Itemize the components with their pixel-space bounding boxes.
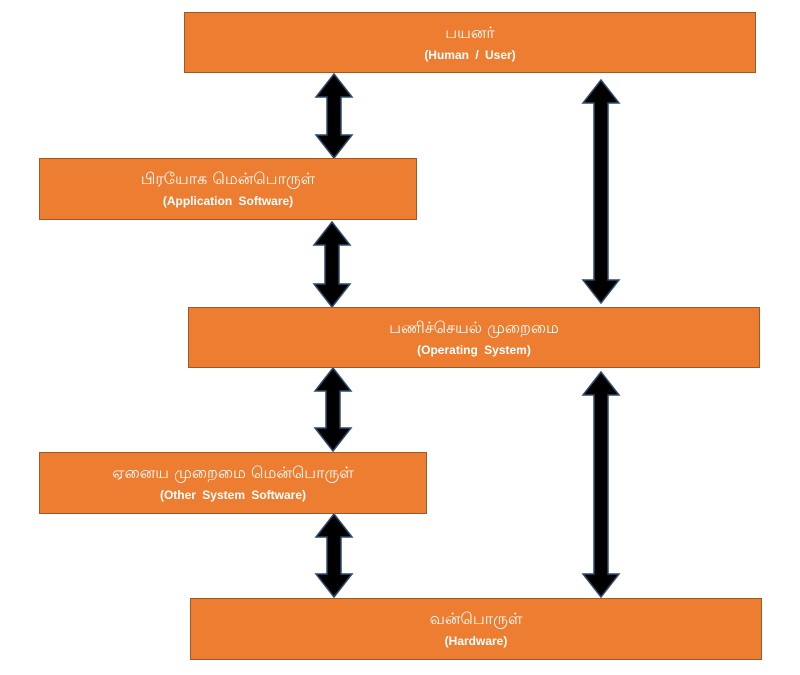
arrow-os-other bbox=[313, 366, 353, 453]
hardware-tamil-label: வன்பொருள் bbox=[429, 609, 523, 628]
other-tamil-label: ஏனைய முறைமை மென்பொருள் bbox=[112, 463, 354, 482]
other-english-label: (Other System Software) bbox=[159, 488, 307, 502]
arrow-os-hardware bbox=[581, 370, 621, 599]
os-english-label: (Operating System) bbox=[417, 342, 531, 357]
hardware-english-label: (Hardware) bbox=[444, 634, 508, 648]
hardware-box: வன்பொருள் (Hardware) bbox=[190, 598, 762, 660]
application-english-label: (Application Software) bbox=[162, 194, 294, 208]
user-tamil-label: பயனர் bbox=[445, 22, 495, 42]
arrow-other-hardware bbox=[314, 512, 354, 599]
application-software-box: பிரயோக மென்பொருள் (Application Software) bbox=[39, 158, 417, 220]
user-english-label: (Human / User) bbox=[424, 47, 516, 62]
arrow-user-application bbox=[314, 72, 354, 160]
arrow-user-os bbox=[581, 78, 621, 305]
operating-system-box: பணிச்செயல் முறைமை (Operating System) bbox=[188, 307, 760, 368]
application-tamil-label: பிரயோக மென்பொருள் bbox=[140, 169, 316, 188]
other-system-software-box: ஏனைய முறைமை மென்பொருள் (Other System Sof… bbox=[39, 452, 427, 514]
os-tamil-label: பணிச்செயல் முறைமை bbox=[389, 317, 559, 337]
user-box: பயனர் (Human / User) bbox=[184, 12, 756, 73]
arrow-application-os bbox=[312, 220, 352, 309]
